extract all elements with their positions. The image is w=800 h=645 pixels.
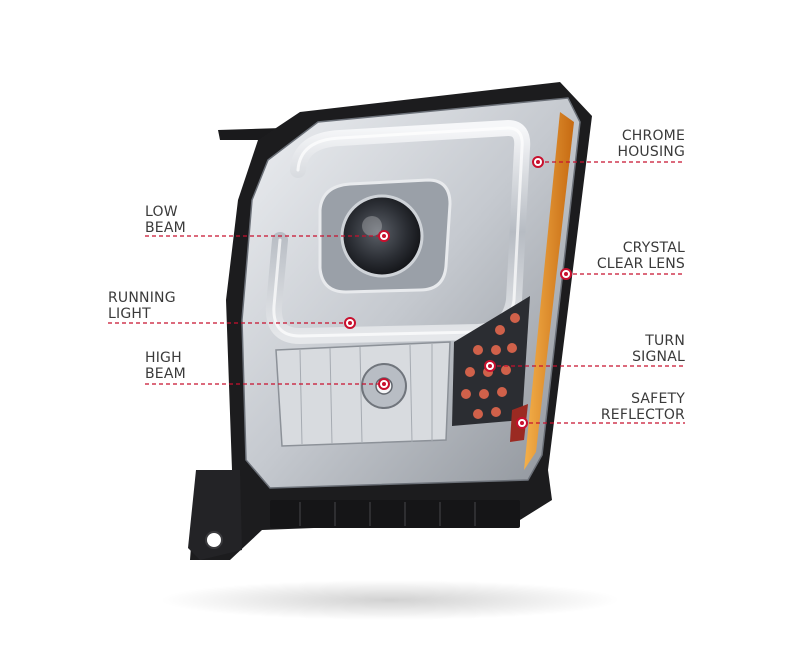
- callout-layer: [108, 156, 685, 429]
- mounting-tab: [188, 470, 242, 560]
- safety-reflector-marker-center: [520, 421, 524, 425]
- base-fins: [270, 500, 520, 528]
- safety-reflector-label-line: REFLECTOR: [600, 407, 685, 423]
- high-beam-label-line: BEAM: [145, 366, 186, 382]
- high-beam-marker-center: [382, 382, 386, 386]
- mounting-hole: [205, 531, 223, 549]
- crystal-clear-lens-label-line: CRYSTAL: [622, 240, 685, 256]
- chrome-housing-label-line: CHROME: [621, 128, 685, 144]
- chrome-housing-marker-center: [536, 160, 540, 164]
- safety-reflector-label-line: SAFETY: [631, 391, 685, 407]
- low-beam-marker-center: [382, 234, 386, 238]
- crystal-clear-lens-marker-center: [564, 272, 568, 276]
- running-light-marker-center: [348, 321, 352, 325]
- light-bar-highlight: [272, 126, 524, 338]
- running-light-label-line: RUNNING: [108, 290, 176, 306]
- turn-signal-label-line: TURN: [645, 333, 685, 349]
- reflector-facets: [299, 344, 433, 445]
- amber-side-marker: [524, 112, 574, 470]
- floor-shadow: [160, 580, 620, 620]
- base-fin-lines: [299, 502, 476, 526]
- turn-signal-label-line: SIGNAL: [632, 349, 685, 365]
- low-beam-label-line: BEAM: [145, 220, 186, 236]
- turn-signal-marker-center: [488, 364, 492, 368]
- low-beam-label-line: LOW: [145, 204, 178, 220]
- crystal-clear-lens-label-line: CLEAR LENS: [596, 256, 685, 272]
- projector-glint: [362, 216, 382, 236]
- high-beam-label-line: HIGH: [145, 350, 182, 366]
- chrome-housing-label-line: HOUSING: [617, 144, 685, 160]
- running-light-label-line: LIGHT: [108, 306, 151, 322]
